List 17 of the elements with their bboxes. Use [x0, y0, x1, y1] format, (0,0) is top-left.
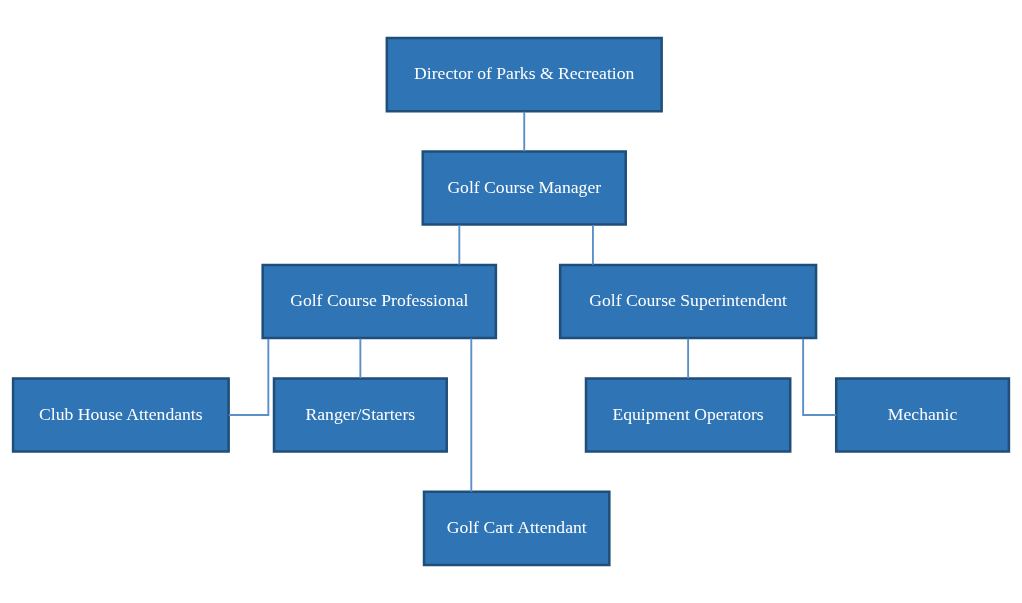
connector: [523, 110, 526, 153]
node-box: Golf Course Professional: [261, 263, 498, 340]
connector: [592, 224, 594, 266]
node-box: Equipment Operators: [584, 377, 792, 453]
connector: [470, 337, 473, 493]
connector: [359, 337, 362, 380]
node-box: Ranger/Starters: [272, 377, 448, 453]
node-box: Club House Attendants: [11, 377, 230, 453]
connector: [687, 337, 690, 380]
connector: [458, 224, 461, 266]
node-box: Golf Course Manager: [421, 150, 627, 226]
node-box: Mechanic: [834, 377, 1011, 453]
connector: [227, 337, 270, 416]
node-box: Golf Cart Attendant: [422, 490, 611, 567]
connector: [802, 337, 838, 416]
node-box: Golf Course Superintendent: [558, 263, 818, 340]
node-box: Director of Parks & Recreation: [385, 36, 663, 113]
